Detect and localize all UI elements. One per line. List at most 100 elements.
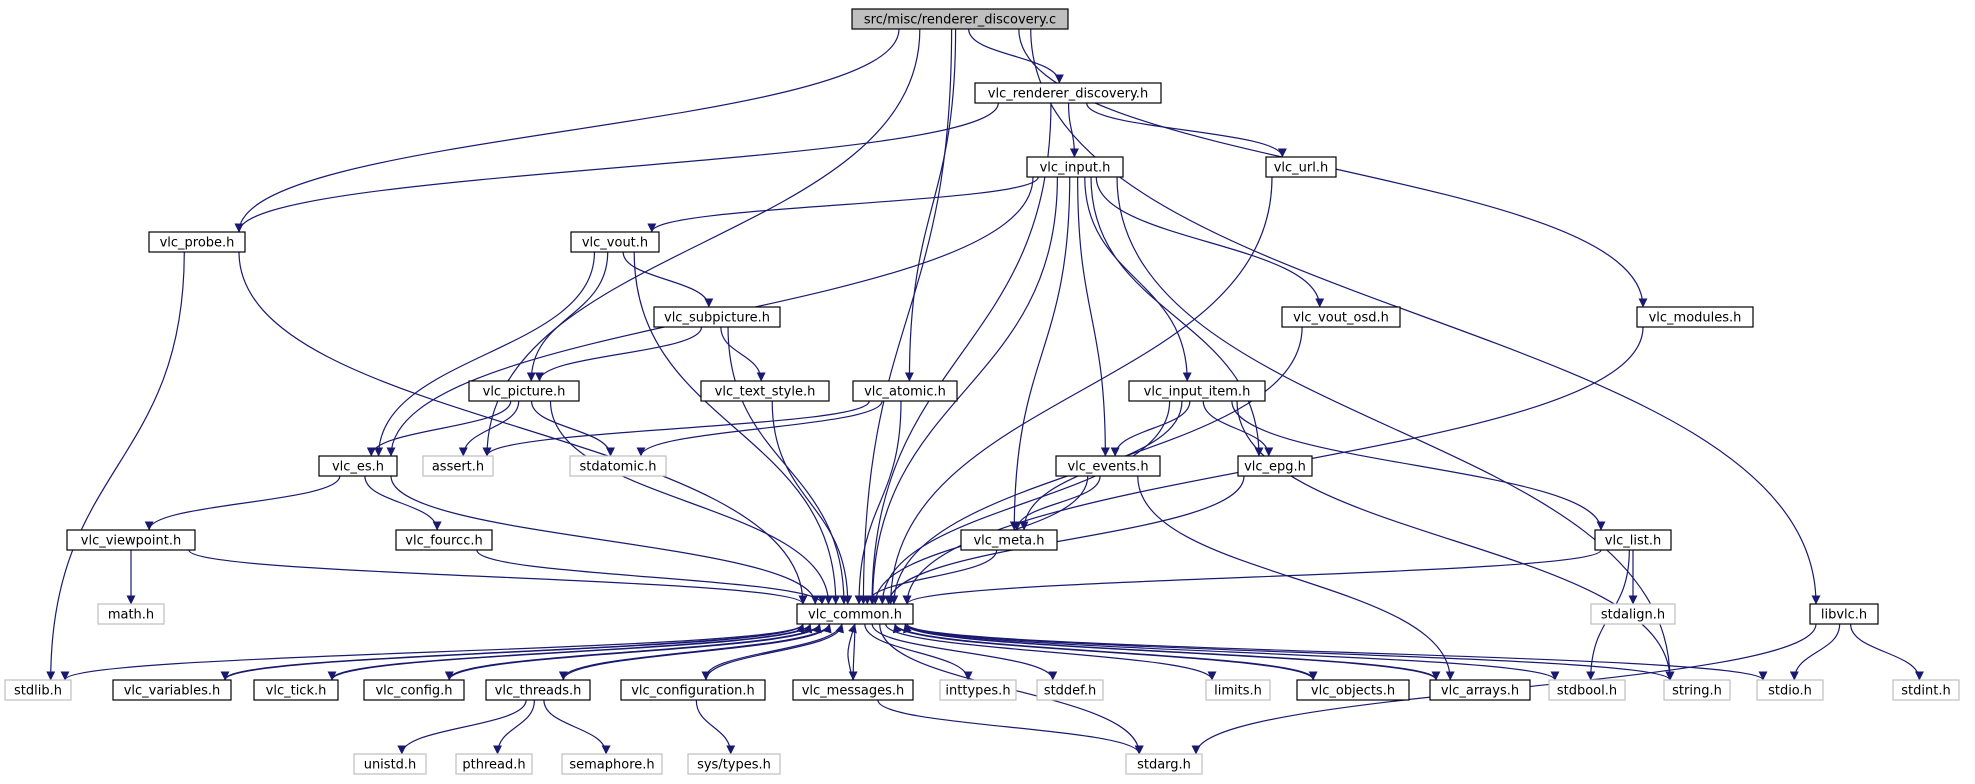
edge-vlc_common-to-inttypes bbox=[864, 623, 973, 681]
edge-vlc_config-to-vlc_common bbox=[448, 623, 822, 681]
node-box bbox=[700, 380, 830, 402]
node-stddef[interactable]: stddef.h bbox=[1036, 679, 1104, 701]
node-pthread[interactable]: pthread.h bbox=[455, 753, 533, 775]
node-vlc-messages[interactable]: vlc_messages.h bbox=[792, 679, 914, 701]
node-vlc-arrays[interactable]: vlc_arrays.h bbox=[1429, 679, 1531, 701]
node-stdio[interactable]: stdio.h bbox=[1756, 679, 1824, 701]
node-label: stdint.h bbox=[1901, 684, 1950, 699]
node-layer: src/misc/renderer_discovery.c vlc_rendere… bbox=[4, 8, 1960, 775]
node-stdlib[interactable]: stdlib.h bbox=[4, 679, 72, 701]
node-label: vlc_probe.h bbox=[160, 236, 235, 251]
node-label: math.h bbox=[108, 608, 154, 623]
node-box bbox=[97, 603, 165, 625]
node-unistd[interactable]: unistd.h bbox=[353, 753, 427, 775]
edge-vlc_input-to-vlc_epg bbox=[1090, 176, 1264, 457]
edge-vlc_input-to-vlc_meta bbox=[1009, 176, 1071, 531]
node-root[interactable]: src/misc/renderer_discovery.c bbox=[851, 8, 1069, 30]
node-vlc-subpicture[interactable]: vlc_subpicture.h bbox=[653, 306, 781, 328]
edge-vlc_renderer_discovery-to-vlc_common bbox=[867, 102, 1052, 605]
edge-vlc_es-to-vlc_common bbox=[390, 475, 820, 605]
node-vlc-fourcc[interactable]: vlc_fourcc.h bbox=[395, 529, 493, 551]
node-label: stdbool.h bbox=[1557, 684, 1617, 699]
node-semaphore[interactable]: semaphore.h bbox=[561, 753, 663, 775]
node-vlc-list[interactable]: vlc_list.h bbox=[1594, 529, 1672, 551]
node-vlc-viewpoint[interactable]: vlc_viewpoint.h bbox=[66, 529, 196, 551]
node-vlc-modules[interactable]: vlc_modules.h bbox=[1636, 306, 1754, 328]
node-stdalign[interactable]: stdalign.h bbox=[1590, 603, 1676, 625]
node-label: vlc_events.h bbox=[1067, 460, 1148, 475]
node-label: vlc_variables.h bbox=[124, 684, 221, 699]
edge-vlc_input-to-string bbox=[1116, 176, 1675, 681]
node-vlc-text-style[interactable]: vlc_text_style.h bbox=[700, 380, 830, 402]
node-vlc-config[interactable]: vlc_config.h bbox=[363, 679, 465, 701]
node-label: string.h bbox=[1672, 684, 1722, 699]
node-label: limits.h bbox=[1214, 684, 1262, 699]
node-box bbox=[561, 753, 663, 775]
node-vlc-configuration[interactable]: vlc_configuration.h bbox=[620, 679, 766, 701]
node-vlc-meta[interactable]: vlc_meta.h bbox=[960, 529, 1058, 551]
node-vlc-vout-osd[interactable]: vlc_vout_osd.h bbox=[1281, 306, 1401, 328]
edge-vlc_arrays-to-vlc_common bbox=[903, 623, 1437, 681]
node-vlc-events[interactable]: vlc_events.h bbox=[1055, 455, 1161, 477]
node-sys-types[interactable]: sys/types.h bbox=[687, 753, 781, 775]
node-stdint[interactable]: stdint.h bbox=[1892, 679, 1960, 701]
node-box bbox=[363, 679, 465, 701]
node-vlc-tick[interactable]: vlc_tick.h bbox=[253, 679, 339, 701]
node-box bbox=[1663, 679, 1731, 701]
node-stdatomic[interactable]: stdatomic.h bbox=[569, 455, 667, 477]
edge-vlc_vout-to-vlc_common bbox=[633, 251, 841, 605]
node-vlc-objects[interactable]: vlc_objects.h bbox=[1296, 679, 1410, 701]
node-box bbox=[422, 455, 494, 477]
node-box bbox=[1756, 679, 1824, 701]
node-vlc-probe[interactable]: vlc_probe.h bbox=[148, 231, 246, 253]
node-box bbox=[253, 679, 339, 701]
node-vlc-url[interactable]: vlc_url.h bbox=[1265, 156, 1337, 178]
node-box bbox=[1265, 156, 1337, 178]
node-assert[interactable]: assert.h bbox=[422, 455, 494, 477]
node-box bbox=[112, 679, 232, 701]
edge-vlc_events-to-vlc_meta bbox=[1012, 475, 1101, 531]
edge-vlc_input-to-vlc_common bbox=[868, 176, 1058, 605]
node-string[interactable]: string.h bbox=[1663, 679, 1731, 701]
node-label: vlc_list.h bbox=[1605, 534, 1661, 549]
node-vlc-vout[interactable]: vlc_vout.h bbox=[570, 231, 660, 253]
node-box bbox=[851, 8, 1069, 30]
edge-vlc_threads-to-unistd bbox=[397, 699, 527, 755]
node-box bbox=[1548, 679, 1626, 701]
edge-vlc_input_item-to-vlc_common bbox=[877, 400, 1171, 605]
edge-vlc_objects-to-vlc_common bbox=[892, 623, 1314, 681]
node-vlc-renderer-discovery[interactable]: vlc_renderer_discovery.h bbox=[974, 82, 1162, 104]
node-vlc-threads[interactable]: vlc_threads.h bbox=[485, 679, 591, 701]
node-inttypes[interactable]: inttypes.h bbox=[939, 679, 1017, 701]
edge-vlc_common-to-stddef bbox=[871, 623, 1058, 681]
node-label: assert.h bbox=[432, 460, 484, 475]
node-vlc-atomic[interactable]: vlc_atomic.h bbox=[852, 380, 958, 402]
node-label: vlc_atomic.h bbox=[864, 385, 946, 400]
edge-vlc_subpicture-to-vlc_picture bbox=[534, 326, 703, 382]
edge-vlc_vout-to-vlc_picture bbox=[526, 251, 609, 382]
node-vlc-input[interactable]: vlc_input.h bbox=[1026, 156, 1124, 178]
node-vlc-epg[interactable]: vlc_epg.h bbox=[1237, 455, 1313, 477]
node-box bbox=[1809, 603, 1879, 625]
edge-vlc_common-to-string bbox=[906, 623, 1675, 681]
node-stdarg[interactable]: stdarg.h bbox=[1125, 753, 1203, 775]
node-vlc-es[interactable]: vlc_es.h bbox=[318, 455, 398, 477]
node-vlc-variables[interactable]: vlc_variables.h bbox=[112, 679, 232, 701]
node-box bbox=[1237, 455, 1313, 477]
node-math[interactable]: math.h bbox=[97, 603, 165, 625]
node-box bbox=[4, 679, 72, 701]
node-vlc-input-item[interactable]: vlc_input_item.h bbox=[1128, 380, 1266, 402]
node-label: stdalign.h bbox=[1601, 608, 1665, 623]
node-box bbox=[395, 529, 493, 551]
node-stdbool[interactable]: stdbool.h bbox=[1548, 679, 1626, 701]
node-label: src/misc/renderer_discovery.c bbox=[864, 13, 1056, 28]
edge-libvlc-to-stdint bbox=[1849, 623, 1924, 681]
node-vlc-common[interactable]: vlc_common.h bbox=[796, 603, 914, 625]
edge-vlc_input_item-to-vlc_list bbox=[1231, 400, 1606, 531]
node-label: vlc_objects.h bbox=[1311, 684, 1395, 699]
node-label: vlc_renderer_discovery.h bbox=[988, 87, 1148, 102]
node-libvlc[interactable]: libvlc.h bbox=[1809, 603, 1879, 625]
node-vlc-picture[interactable]: vlc_picture.h bbox=[468, 380, 580, 402]
node-box bbox=[148, 231, 246, 253]
node-limits[interactable]: limits.h bbox=[1205, 679, 1271, 701]
